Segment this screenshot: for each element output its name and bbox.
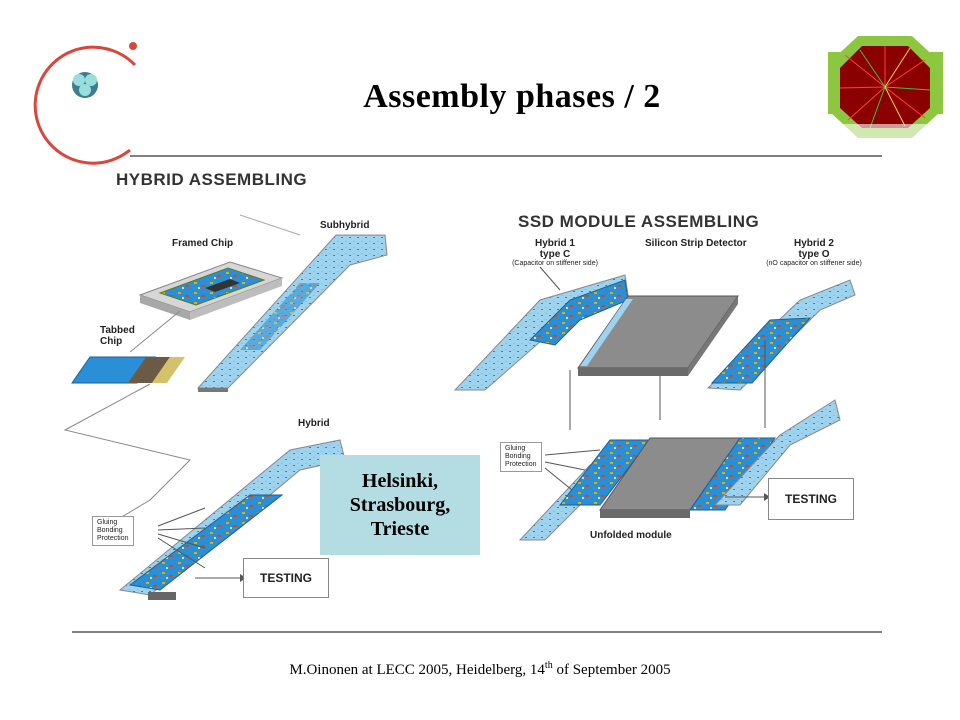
hybrid-testing-box: TESTING	[243, 558, 329, 598]
unfolded-module-graphic	[518, 399, 841, 541]
footer-prefix: M.Oinonen at LECC 2005, Heidelberg, 14	[289, 662, 545, 678]
framed-chip-graphic	[138, 261, 284, 320]
label-subhybrid: Subhybrid	[320, 220, 370, 231]
label-silicon-detector: Silicon Strip Detector	[645, 238, 747, 249]
hybrid-graphic	[118, 439, 346, 600]
label-tabbed-line1: Tabbed	[100, 325, 135, 336]
subhybrid-graphic	[196, 234, 388, 392]
label-tabbed-line2: Chip	[100, 336, 123, 347]
label-tabbed-chip: Tabbed Chip	[100, 325, 135, 347]
silicon-detector-graphic	[577, 295, 739, 376]
ssd-hybrid2-graphic	[706, 279, 856, 391]
callout-line3: Trieste	[370, 518, 430, 540]
label-hybrid-gluing: Gluing Bonding Protection	[92, 516, 134, 546]
hybrid-glue-line3: Protection	[97, 535, 129, 542]
ssd-testing-box: TESTING	[768, 478, 854, 520]
callout-line2: Strasbourg,	[349, 494, 451, 516]
footer-suffix: of September 2005	[552, 662, 671, 678]
label-hybrid1: Hybrid 1 type C (Capacitor on stiffener …	[500, 238, 610, 268]
label-framed-chip: Framed Chip	[172, 238, 234, 249]
label-unfolded-module: Unfolded module	[590, 530, 672, 541]
label-ssd-gluing: Gluing Bonding Protection	[500, 442, 542, 472]
ssd-hybrid1-graphic	[453, 274, 629, 391]
label-hybrid2: Hybrid 2 type O (nO capacitor on stiffen…	[758, 238, 870, 268]
hybrid1-line1: Hybrid 1	[534, 238, 575, 249]
hybrid2-line2: type O	[798, 249, 830, 260]
hip-logo	[33, 42, 882, 165]
hybrid-glue-line2: Bonding	[97, 527, 123, 534]
hybrid-heading: HYBRID ASSEMBLING	[116, 170, 308, 189]
ssd-glue-line1: Gluing	[505, 445, 526, 452]
partners-callout: Helsinki, Strasbourg, Trieste	[320, 455, 480, 555]
hybrid2-line3: (nO capacitor on stiffener side)	[766, 260, 862, 267]
ssd-glue-line3: Protection	[505, 461, 537, 468]
ssd-glue-line2: Bonding	[505, 453, 531, 460]
slide-title: Assembly phases / 2	[363, 78, 661, 115]
footer-sup: th	[544, 660, 553, 671]
hybrid-glue-line1: Gluing	[97, 519, 118, 526]
hybrid1-line2: type C	[539, 249, 571, 260]
hybrid1-line3: (Capacitor on stiffener side)	[512, 260, 598, 267]
hybrid2-line1: Hybrid 2	[793, 238, 834, 249]
tabbed-chip-graphic	[71, 356, 185, 384]
label-hybrid: Hybrid	[298, 418, 330, 429]
alice-logo	[828, 36, 943, 142]
callout-line1: Helsinki,	[361, 470, 439, 492]
footer: M.Oinonen at LECC 2005, Heidelberg, 14th…	[0, 660, 960, 679]
ssd-heading: SSD MODULE ASSEMBLING	[518, 212, 760, 231]
